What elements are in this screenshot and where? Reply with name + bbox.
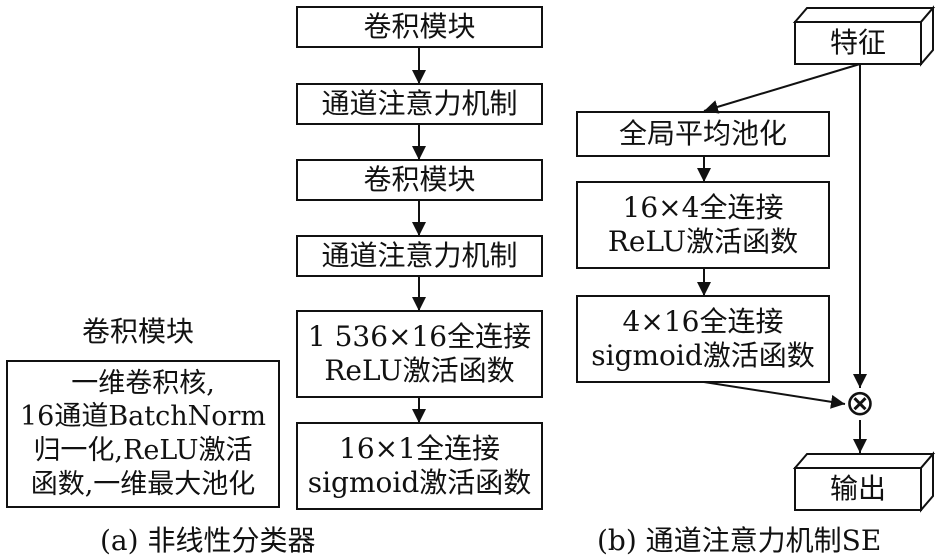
box-a-fc-sigmoid-label: 16×1全连接 sigmoid激活函数 — [307, 431, 532, 499]
caption-b: (b) 通道注意力机制SE — [597, 524, 882, 557]
box-a-attention-1 — [296, 83, 543, 125]
arrow-b-input-to-gap — [703, 63, 861, 114]
box-a-fc-sigmoid — [296, 422, 543, 510]
box-a-fc-relu-label: 1 536×16全连接 ReLU激活函数 — [307, 319, 532, 387]
arrow-b-to-multiply — [703, 381, 846, 409]
box-b-fc-relu — [576, 181, 830, 269]
input-block-label: 特征 — [829, 25, 886, 59]
multiply-symbol: ⊗ — [844, 383, 876, 425]
caption-a: (a) 非线性分类器 — [100, 524, 316, 557]
box-b-fc-sigmoid-label: 4×16全连接 sigmoid激活函数 — [591, 304, 815, 372]
box-b-fc-sigmoid — [576, 295, 830, 383]
legend-text: 一维卷积核, 16通道BatchNorm 归一化,ReLU激活 函数,一维最大池… — [19, 367, 267, 500]
box-b-fc-relu-label: 16×4全连接 ReLU激活函数 — [607, 190, 799, 258]
box-a-attention-2 — [296, 235, 543, 277]
box-a-attention-1-label: 通道注意力机制 — [321, 86, 518, 120]
legend-box — [6, 360, 280, 508]
box-a-conv-2-label: 卷积模块 — [363, 162, 476, 196]
legend-title: 卷积模块 — [82, 315, 195, 348]
box-a-conv-1 — [296, 6, 543, 48]
output-block-3d — [792, 451, 936, 513]
box-b-gap-label: 全局平均池化 — [618, 116, 787, 150]
output-block-label: 输出 — [829, 471, 886, 505]
box-a-attention-2-label: 通道注意力机制 — [321, 238, 518, 272]
box-a-conv-1-label: 卷积模块 — [363, 9, 476, 43]
box-b-gap — [576, 111, 830, 157]
